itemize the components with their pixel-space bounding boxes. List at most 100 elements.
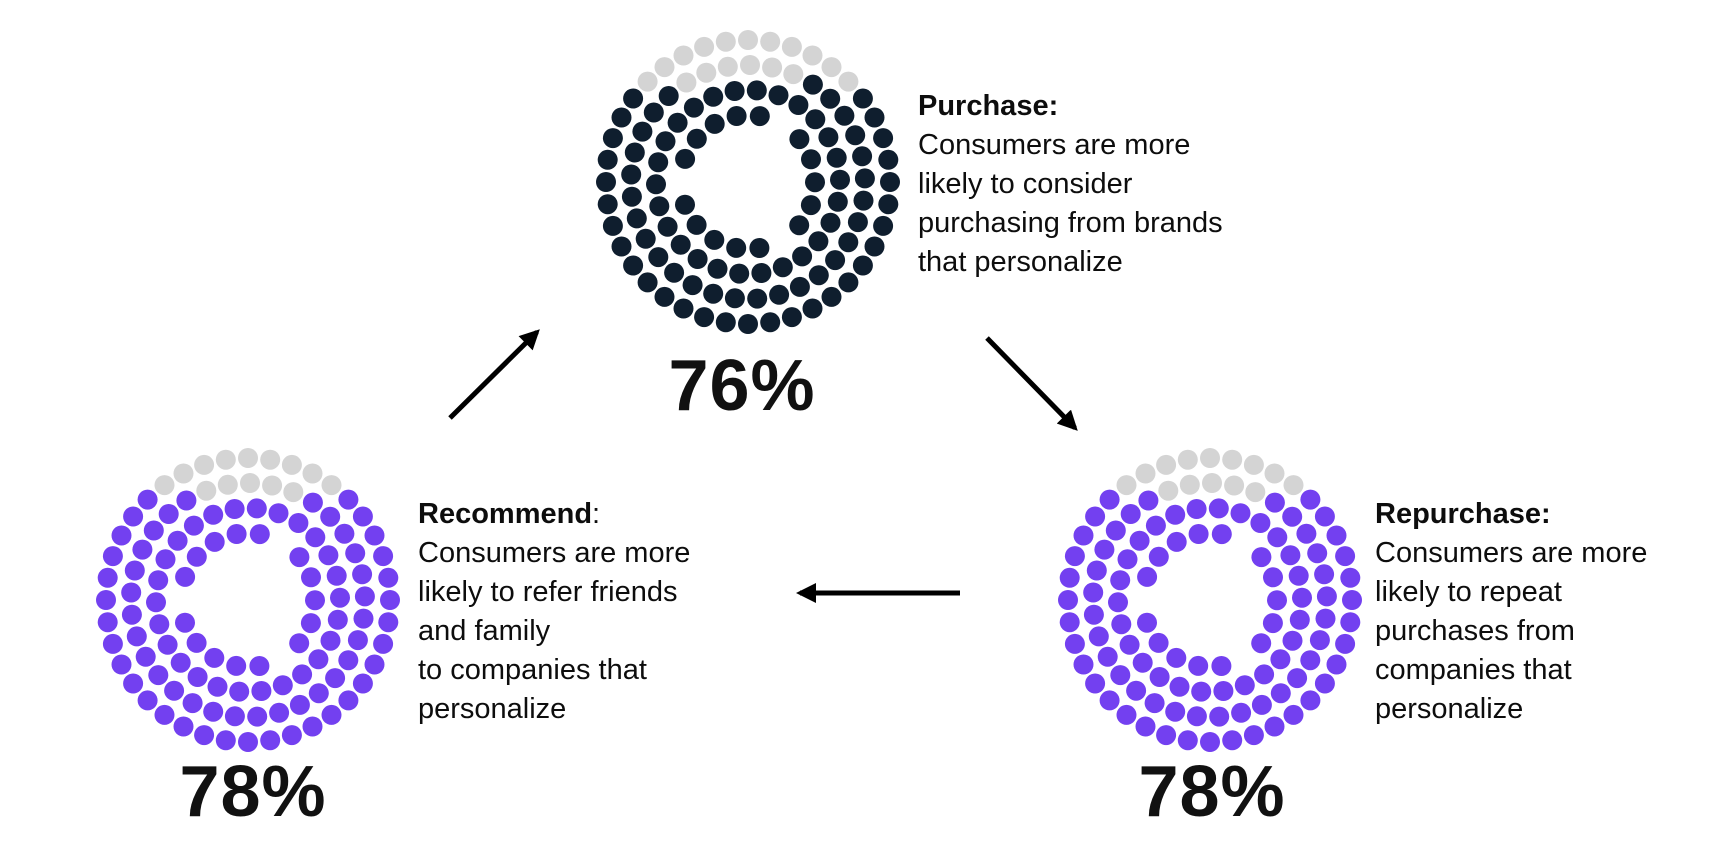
filled-dot xyxy=(1231,702,1252,723)
filled-dot xyxy=(682,275,703,296)
filled-dot xyxy=(1314,673,1335,694)
recommend-title-colon: : xyxy=(592,498,601,530)
filled-dot xyxy=(204,647,225,668)
filled-dot xyxy=(852,88,873,109)
filled-dot xyxy=(305,527,326,548)
filled-dot xyxy=(1085,506,1106,527)
filled-dot xyxy=(670,234,691,255)
filled-dot xyxy=(251,681,272,701)
empty-dot xyxy=(673,45,694,66)
filled-dot xyxy=(1296,523,1317,544)
repurchase-dot-circle xyxy=(1058,448,1362,752)
filled-dot xyxy=(827,191,848,212)
filled-dot xyxy=(1085,673,1106,694)
filled-dot xyxy=(760,312,781,333)
empty-dot xyxy=(1135,463,1156,484)
filled-dot xyxy=(302,716,323,737)
filled-dot xyxy=(838,232,859,253)
empty-dot xyxy=(196,480,217,501)
filled-dot xyxy=(667,112,688,133)
filled-dot xyxy=(1264,492,1285,513)
filled-dot xyxy=(97,567,118,588)
filled-dot xyxy=(657,216,678,237)
filled-dot xyxy=(182,693,203,714)
filled-dot xyxy=(1083,582,1104,603)
filled-dot xyxy=(1099,690,1120,711)
filled-dot xyxy=(203,701,224,722)
empty-dot xyxy=(717,56,738,77)
filled-dot xyxy=(1326,654,1347,675)
repurchase-line-1: Consumers are more xyxy=(1375,537,1648,569)
filled-dot xyxy=(715,312,736,333)
filled-dot xyxy=(354,586,375,607)
filled-dot xyxy=(751,263,772,283)
filled-dot xyxy=(1165,701,1186,722)
repurchase-line-5: personalize xyxy=(1375,693,1524,725)
filled-dot xyxy=(1292,587,1312,608)
filled-dot xyxy=(686,128,707,149)
empty-dot xyxy=(1283,475,1304,496)
recommend-percent: 78% xyxy=(179,752,327,832)
filled-dot xyxy=(649,196,670,217)
filled-dot xyxy=(1211,524,1232,545)
filled-dot xyxy=(352,673,373,694)
filled-dot xyxy=(602,215,623,236)
filled-dot xyxy=(664,262,685,283)
empty-dot xyxy=(281,454,302,475)
filled-dot xyxy=(238,732,258,752)
empty-dot xyxy=(696,62,717,83)
filled-dot xyxy=(96,590,116,610)
filled-dot xyxy=(1335,633,1356,654)
empty-dot xyxy=(802,45,823,66)
filled-dot xyxy=(1282,506,1303,527)
filled-dot xyxy=(880,172,900,192)
purchase-line-4: that personalize xyxy=(918,246,1123,278)
filled-dot xyxy=(749,106,770,127)
empty-dot xyxy=(1224,475,1245,496)
filled-dot xyxy=(703,283,724,304)
filled-dot xyxy=(1243,725,1264,746)
filled-dot xyxy=(1340,612,1361,633)
filled-dot xyxy=(654,286,675,307)
filled-dot xyxy=(726,106,747,126)
filled-dot xyxy=(621,164,642,185)
filled-dot xyxy=(878,194,899,215)
filled-dot xyxy=(747,288,768,309)
empty-dot xyxy=(676,72,697,93)
filled-dot xyxy=(854,168,875,189)
filled-dot xyxy=(1287,668,1308,689)
filled-dot xyxy=(288,513,309,533)
filled-dot xyxy=(825,250,846,271)
filled-dot xyxy=(1126,680,1147,701)
arrow-recommend-to-purchase xyxy=(448,329,540,420)
filled-dot xyxy=(820,212,841,233)
filled-dot xyxy=(183,515,204,536)
filled-dot xyxy=(226,655,247,676)
filled-dot xyxy=(1270,649,1291,670)
filled-dot xyxy=(1135,716,1156,737)
repurchase-line-2: likely to repeat xyxy=(1375,576,1562,608)
filled-dot xyxy=(852,146,873,167)
filled-dot xyxy=(246,498,267,519)
filled-dot xyxy=(1251,633,1272,654)
filled-dot xyxy=(826,147,847,168)
filled-dot xyxy=(1188,655,1209,676)
recommend-title: Recommend: xyxy=(418,495,690,534)
filled-dot xyxy=(1314,506,1335,527)
filled-dot xyxy=(308,683,329,704)
filled-dot xyxy=(648,247,669,268)
filled-dot xyxy=(308,649,329,670)
filled-dot xyxy=(1208,498,1229,519)
filled-dot xyxy=(1283,704,1304,725)
filled-dot xyxy=(611,236,632,257)
filled-dot xyxy=(320,506,341,527)
filled-dot xyxy=(1288,565,1309,586)
filled-dot xyxy=(726,237,747,258)
purchase-caption: Purchase: Consumers are more likely to c… xyxy=(918,87,1223,282)
empty-dot xyxy=(821,57,842,78)
filled-dot xyxy=(1108,592,1128,613)
filled-dot xyxy=(102,633,123,654)
empty-dot xyxy=(1264,463,1285,484)
filled-dot xyxy=(673,298,694,319)
